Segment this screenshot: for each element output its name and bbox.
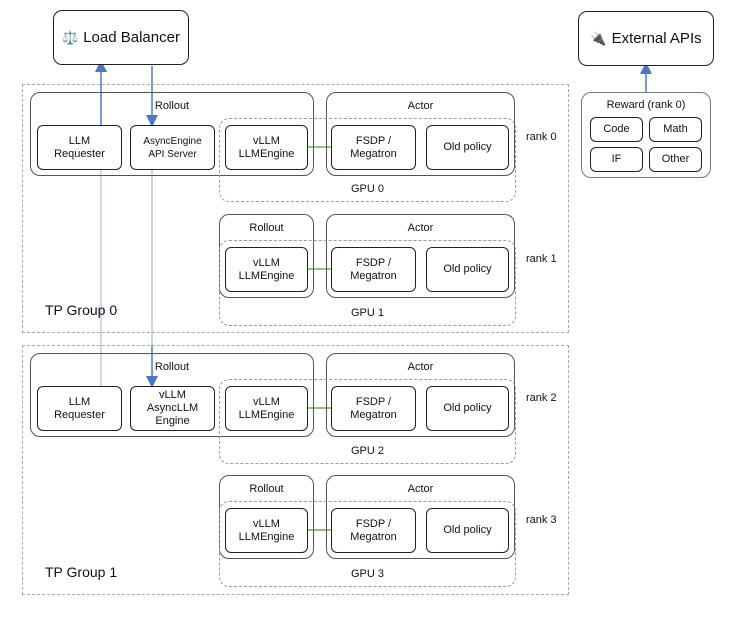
- rank-label-2: rank 2: [526, 392, 557, 404]
- old-policy-rank2: Old policy: [426, 386, 509, 431]
- reward-item-math: Math: [649, 117, 702, 142]
- tp-group-1: [22, 345, 569, 595]
- asyncengine-api-server: AsyncEngine API Server: [130, 125, 215, 170]
- plug-icon: 🔌: [590, 30, 607, 46]
- fsdp-megatron-rank1: FSDP / Megatron: [331, 247, 416, 292]
- actor-panel-rank2: [326, 353, 515, 437]
- reward-item-if: IF: [590, 147, 643, 172]
- vllm-llmengine-rank3: vLLM LLMEngine: [225, 508, 308, 553]
- gpu-label-rank0: GPU 0: [350, 183, 384, 195]
- tp-group-1-label: TP Group 1: [45, 564, 118, 580]
- external-apis-label: External APIs: [611, 30, 702, 47]
- gpu-label-rank2: GPU 2: [350, 445, 384, 457]
- actor-label-rank0: Actor: [407, 100, 434, 112]
- reward-item-other: Other: [649, 147, 702, 172]
- old-policy-rank1: Old policy: [426, 247, 509, 292]
- vllm-llmengine-rank2: vLLM LLMEngine: [225, 386, 308, 431]
- fsdp-megatron-rank2: FSDP / Megatron: [331, 386, 416, 431]
- actor-label-rank1: Actor: [407, 222, 434, 234]
- actor-label-rank2: Actor: [407, 361, 434, 373]
- llm-requester-rank2: LLM Requester: [37, 386, 122, 431]
- rollout-label-rank1: Rollout: [249, 222, 284, 234]
- tp-group-0-label: TP Group 0: [45, 302, 118, 318]
- old-policy-rank0: Old policy: [426, 125, 509, 170]
- rank-label-1: rank 1: [526, 253, 557, 265]
- old-policy-rank3: Old policy: [426, 508, 509, 553]
- actor-panel-rank3: [326, 475, 515, 559]
- rank-label-0: rank 0: [526, 131, 557, 143]
- tp-group-0: [22, 84, 569, 333]
- gpu-region-rank0: [219, 118, 516, 202]
- rollout-panel-rank0: [30, 92, 314, 176]
- reward-panel: [581, 92, 711, 178]
- fsdp-megatron-rank0: FSDP / Megatron: [331, 125, 416, 170]
- load-balancer-box: ⚖️ Load Balancer: [53, 10, 189, 65]
- scale-icon: ⚖️: [62, 29, 79, 45]
- actor-label-rank3: Actor: [407, 483, 434, 495]
- actor-panel-rank0: [326, 92, 515, 176]
- rank-label-3: rank 3: [526, 514, 557, 526]
- vllm-asyncllm-engine: vLLM AsyncLLM Engine: [130, 386, 215, 431]
- rollout-panel-rank2: [30, 353, 314, 437]
- gpu-region-rank2: [219, 379, 516, 464]
- rollout-label-rank2: Rollout: [154, 361, 190, 373]
- llm-requester-rank0: LLM Requester: [37, 125, 122, 170]
- gpu-region-rank3: [219, 501, 516, 587]
- rollout-label-rank3: Rollout: [249, 483, 284, 495]
- actor-panel-rank1: [326, 214, 515, 298]
- load-balancer-label: Load Balancer: [83, 29, 180, 46]
- rollout-label-rank0: Rollout: [154, 100, 190, 112]
- reward-item-code: Code: [590, 117, 643, 142]
- gpu-region-rank1: [219, 240, 516, 326]
- gpu-label-rank1: GPU 1: [350, 307, 384, 319]
- vllm-llmengine-rank1: vLLM LLMEngine: [225, 247, 308, 292]
- reward-title: Reward (rank 0): [606, 99, 686, 111]
- vllm-llmengine-rank0: vLLM LLMEngine: [225, 125, 308, 170]
- gpu-label-rank3: GPU 3: [350, 568, 384, 580]
- fsdp-megatron-rank3: FSDP / Megatron: [331, 508, 416, 553]
- external-apis-box: 🔌 External APIs: [578, 11, 714, 66]
